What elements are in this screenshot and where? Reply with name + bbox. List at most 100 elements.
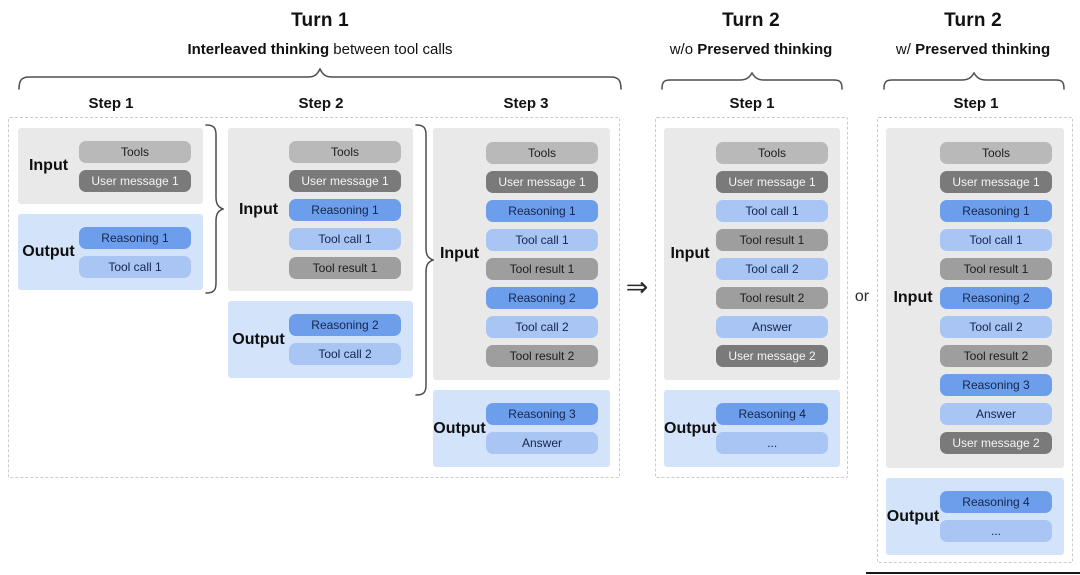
turn1-subtitle-bold: Interleaved thinking: [187, 41, 330, 58]
turn1-subtitle: Interleaved thinking between tool calls: [120, 41, 520, 58]
turn2-without-dashed-box: [655, 117, 848, 478]
input-label: Input: [670, 245, 710, 262]
turn2-without-group-brace: [661, 72, 843, 90]
pill-tool-call-2: Tool call 2: [486, 315, 598, 338]
turn2-with-output-pills: Reasoning 4...: [940, 491, 1052, 542]
pill-reasoning-2: Reasoning 2: [940, 287, 1052, 309]
pill-tools: Tools: [79, 140, 191, 163]
pill-user-message-1: User message 1: [716, 170, 828, 193]
turn1-title: Turn 1: [291, 10, 349, 31]
pill-reasoning-1: Reasoning 1: [79, 226, 191, 249]
step-label-turn1-step3: Step 3: [503, 95, 549, 112]
turn2-with-subtitle-prefix: w/: [895, 41, 916, 58]
turn2-without-subtitle-prefix: w/o: [669, 41, 698, 58]
pill-ellipsis: ...: [716, 432, 828, 454]
output-label: Output: [22, 243, 75, 260]
pill-tool-call-2: Tool call 2: [716, 257, 828, 280]
pill-tool-call-1: Tool call 1: [289, 227, 401, 250]
step-label-turn1-step1: Step 1: [88, 95, 134, 112]
pill-tool-result-1: Tool result 1: [486, 257, 598, 280]
pill-tool-result-1: Tool result 1: [289, 256, 401, 279]
turn2-without-header: Turn 2 w/o Preserved thinking: [651, 10, 851, 58]
turn1-step1-output-pills: Reasoning 1 Tool call 1: [79, 226, 191, 278]
turn2-with-title: Turn 2: [944, 10, 1002, 31]
pill-user-message-2: User message 2: [716, 344, 828, 367]
pill-tool-result-2: Tool result 2: [486, 344, 598, 367]
turn2-with-dashed-box: [877, 117, 1073, 563]
pill-reasoning-1: Reasoning 1: [486, 199, 598, 222]
turn1-group-brace: [18, 68, 622, 90]
pill-tools: Tools: [289, 140, 401, 163]
output-label: Output: [433, 419, 486, 437]
turn1-subtitle-rest: between tool calls: [329, 41, 453, 58]
step-label-turn2-without-step1: Step 1: [729, 95, 775, 112]
pill-ellipsis: ...: [940, 520, 1052, 542]
pill-tool-result-1: Tool result 1: [716, 228, 828, 251]
turn2-with-subtitle-bold: Preserved thinking: [915, 41, 1051, 58]
step-label-turn1-step2: Step 2: [298, 95, 344, 112]
pill-reasoning-4: Reasoning 4: [940, 491, 1052, 513]
pill-reasoning-2: Reasoning 2: [486, 286, 598, 309]
pill-tools: Tools: [486, 141, 598, 164]
step1-to-step2-brace: [205, 124, 224, 294]
pill-tool-result-1: Tool result 1: [940, 258, 1052, 280]
pill-tool-call-1: Tool call 1: [79, 255, 191, 278]
pill-tools: Tools: [940, 142, 1052, 164]
pill-tools: Tools: [716, 141, 828, 164]
pill-reasoning-2: Reasoning 2: [289, 314, 401, 336]
pill-reasoning-4: Reasoning 4: [716, 403, 828, 425]
pill-answer: Answer: [486, 432, 598, 454]
pill-tool-call-2: Tool call 2: [940, 316, 1052, 338]
turn2-without-title: Turn 2: [722, 10, 780, 31]
turn2-without-output-section: Output Reasoning 4...: [664, 390, 840, 467]
pill-user-message-1: User message 1: [79, 169, 191, 192]
output-label: Output: [232, 330, 285, 348]
turn2-with-subtitle: w/ Preserved thinking: [873, 41, 1073, 58]
pill-reasoning-3: Reasoning 3: [940, 374, 1052, 396]
bottom-edge-line: [866, 572, 1080, 574]
input-label: Input: [893, 289, 933, 306]
pill-user-message-1: User message 1: [940, 171, 1052, 193]
pill-user-message-2: User message 2: [940, 432, 1052, 454]
output-label: Output: [886, 507, 940, 525]
pill-tool-call-1: Tool call 1: [486, 228, 598, 251]
turn2-with-group-brace: [883, 72, 1065, 90]
pill-tool-call-1: Tool call 1: [716, 199, 828, 222]
step2-to-step3-brace: [415, 124, 434, 396]
turn2-with-output-section: Output Reasoning 4...: [886, 478, 1064, 555]
pill-tool-call-1: Tool call 1: [940, 229, 1052, 251]
turn1-step2-output-pills: Reasoning 2 Tool call 2: [289, 314, 401, 365]
input-label: Input: [28, 157, 69, 174]
turn2-without-output-pills: Reasoning 4...: [716, 403, 828, 454]
pill-answer: Answer: [716, 315, 828, 338]
pill-tool-call-2: Tool call 2: [289, 343, 401, 365]
step-label-turn2-with-step1: Step 1: [953, 95, 999, 112]
turn2-with-header: Turn 2 w/ Preserved thinking: [873, 10, 1073, 58]
or-label: or: [854, 288, 870, 305]
turn1-step3-output-section: Output Reasoning 3 Answer: [433, 390, 610, 467]
pill-answer: Answer: [940, 403, 1052, 425]
turn2-without-subtitle: w/o Preserved thinking: [651, 41, 851, 58]
input-label: Input: [238, 200, 279, 218]
turn1-step2-output-section: Output Reasoning 2 Tool call 2: [228, 301, 413, 378]
turn1-step1-output-section: Output Reasoning 1 Tool call 1: [18, 214, 203, 290]
turn1-step3-output-pills: Reasoning 3 Answer: [486, 403, 598, 454]
pill-user-message-1: User message 1: [289, 169, 401, 192]
pill-reasoning-1: Reasoning 1: [940, 200, 1052, 222]
pill-reasoning-3: Reasoning 3: [486, 403, 598, 425]
pill-tool-result-2: Tool result 2: [940, 345, 1052, 367]
input-label: Input: [439, 245, 480, 262]
pill-user-message-1: User message 1: [486, 170, 598, 193]
turn1-header: Turn 1 Interleaved thinking between tool…: [120, 10, 520, 58]
implies-arrow-icon: ⇒: [625, 272, 649, 302]
